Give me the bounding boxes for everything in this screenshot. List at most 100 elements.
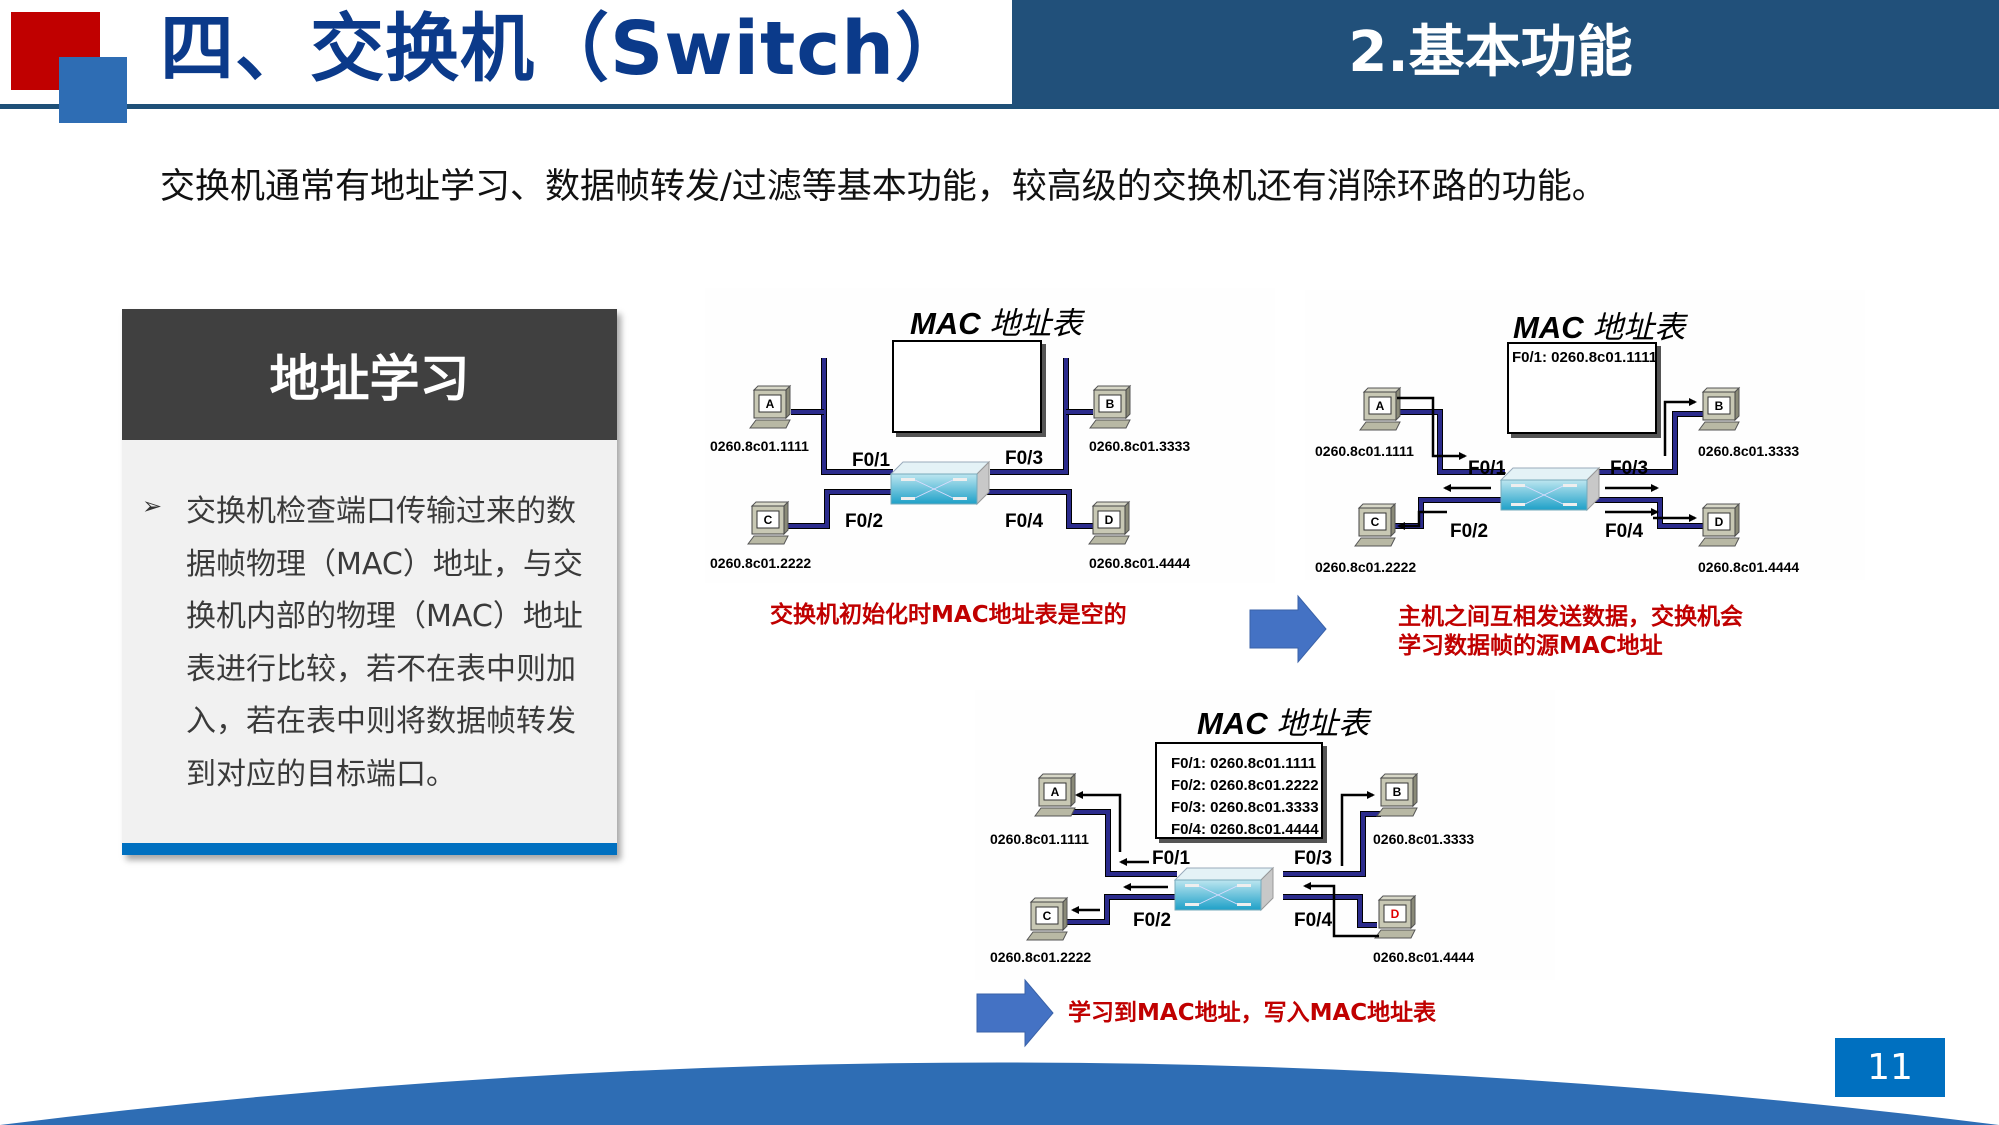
keyboard [1026, 931, 1068, 941]
monitor-top [1091, 501, 1131, 507]
switch-top [889, 461, 991, 475]
monitor-top [1377, 895, 1417, 901]
switch-top [1173, 867, 1275, 881]
host-label: C [1371, 515, 1380, 529]
mac-table-row: F0/1: 0260.8c01.1111 [1512, 349, 1658, 366]
screen [1098, 394, 1122, 413]
host-mac-address: 0260.8c01.2222 [1315, 559, 1416, 575]
computer-icon: C [747, 500, 790, 545]
port-led [1511, 484, 1525, 487]
computer-icon: B [1698, 386, 1741, 431]
screen [1707, 396, 1731, 415]
monitor-side [1734, 502, 1740, 538]
host-label: C [764, 513, 773, 527]
caption-learning: 主机之间互相发送数据，交换机会 学习数据帧的源MAC地址 [1398, 603, 1743, 661]
mac-table-row: F0/2: 0260.8c01.2222 [1171, 777, 1319, 794]
cable [822, 358, 893, 474]
host-mac-address: 0260.8c01.1111 [1315, 443, 1414, 459]
monitor-top [752, 385, 792, 391]
port-label: F0/2 [1133, 910, 1171, 931]
monitor-side [1410, 894, 1416, 930]
computer-icon: D [1374, 894, 1417, 939]
mac-table-row: F0/3: 0260.8c01.3333 [1171, 799, 1319, 816]
host-label: B [1106, 397, 1115, 411]
screen [1097, 510, 1121, 529]
monitor-side [1070, 772, 1076, 808]
host-mac-address: 0260.8c01.4444 [1373, 949, 1474, 965]
monitor-side [1390, 502, 1396, 538]
keyboard [1034, 807, 1076, 817]
host-label: B [1393, 785, 1402, 799]
monitor-side [1124, 500, 1130, 536]
mac-title-en: MAC [910, 306, 981, 341]
port-led [1237, 884, 1251, 887]
port-label: F0/1 [1468, 458, 1506, 479]
mac-table-row: F0/1: 0260.8c01.1111 [1171, 755, 1317, 772]
cable [1595, 498, 1705, 528]
port-led [1563, 484, 1577, 487]
monitor-side [1395, 386, 1401, 422]
port-label: F0/3 [1294, 848, 1332, 869]
computer-icon: A [1359, 386, 1402, 431]
host-label: A [1051, 785, 1060, 799]
monitor-top [1362, 387, 1402, 393]
port-label: F0/1 [1152, 848, 1190, 869]
keyboard [1376, 807, 1418, 817]
cable [1067, 895, 1177, 924]
screen [1385, 782, 1409, 801]
monitor-top [1092, 385, 1132, 391]
address-learning-card: 地址学习 ➢ 交换机检查端口传输过来的数据帧物理（MAC）地址，与交换机内部的物… [122, 309, 617, 855]
port-led [1185, 903, 1199, 906]
screen [1363, 512, 1387, 531]
cable [1595, 412, 1703, 474]
flow-arrow [1663, 398, 1697, 456]
port-label: F0/2 [845, 511, 883, 532]
mac-title-cn: 地址表 [1276, 706, 1370, 742]
flow-arrow [1340, 791, 1375, 866]
caption-line: 主机之间互相发送数据，交换机会 [1398, 604, 1743, 630]
caption-initial: 交换机初始化时MAC地址表是空的 [770, 602, 1127, 628]
host-mac-address: 0260.8c01.3333 [1698, 443, 1799, 459]
mac-table-row: F0/4: 0260.8c01.4444 [1171, 821, 1319, 838]
mac-table-title: MAC 地址表 [1513, 302, 1685, 347]
card-header: 地址学习 [122, 309, 617, 440]
monitor-top [1357, 503, 1397, 509]
computer-icon: A [749, 384, 792, 429]
port-label: F0/2 [1450, 521, 1488, 542]
mac-title-en: MAC [1197, 706, 1268, 741]
monitor-top [1701, 387, 1741, 393]
screen [758, 394, 782, 413]
port-led [901, 478, 915, 481]
monitor-side [783, 500, 789, 536]
host-label: D [1391, 907, 1400, 921]
computer-icon: A [1034, 772, 1077, 817]
port-led [953, 478, 967, 481]
monitor-side [1125, 384, 1131, 420]
mac-title-en: MAC [1513, 310, 1584, 345]
page-number: 11 [1835, 1038, 1945, 1097]
right-arrow-icon [976, 978, 1054, 1048]
host-mac-address: 0260.8c01.4444 [1698, 559, 1799, 575]
computer-icon: D [1088, 500, 1131, 545]
cable [1069, 810, 1177, 876]
port-led [901, 497, 915, 500]
port-label: F0/4 [1605, 521, 1643, 542]
monitor-top [1029, 897, 1069, 903]
mac-table-title: MAC 地址表 [910, 298, 1082, 343]
port-label: F0/4 [1294, 910, 1332, 931]
host-mac-address: 0260.8c01.2222 [990, 949, 1091, 965]
port-label: F0/3 [1005, 448, 1043, 469]
keyboard [1698, 421, 1740, 431]
switch-icon [889, 460, 991, 506]
switch-icon [1173, 866, 1275, 912]
switch-cross [914, 479, 954, 499]
decor-blue-square [59, 57, 127, 123]
port-led [1511, 503, 1525, 506]
monitor-side [785, 384, 791, 420]
right-arrow-icon [1249, 594, 1327, 664]
host-mac-address: 0260.8c01.4444 [1089, 555, 1190, 571]
screen [756, 510, 780, 529]
switch-top [1499, 467, 1601, 481]
computer-icon: B [1376, 772, 1419, 817]
